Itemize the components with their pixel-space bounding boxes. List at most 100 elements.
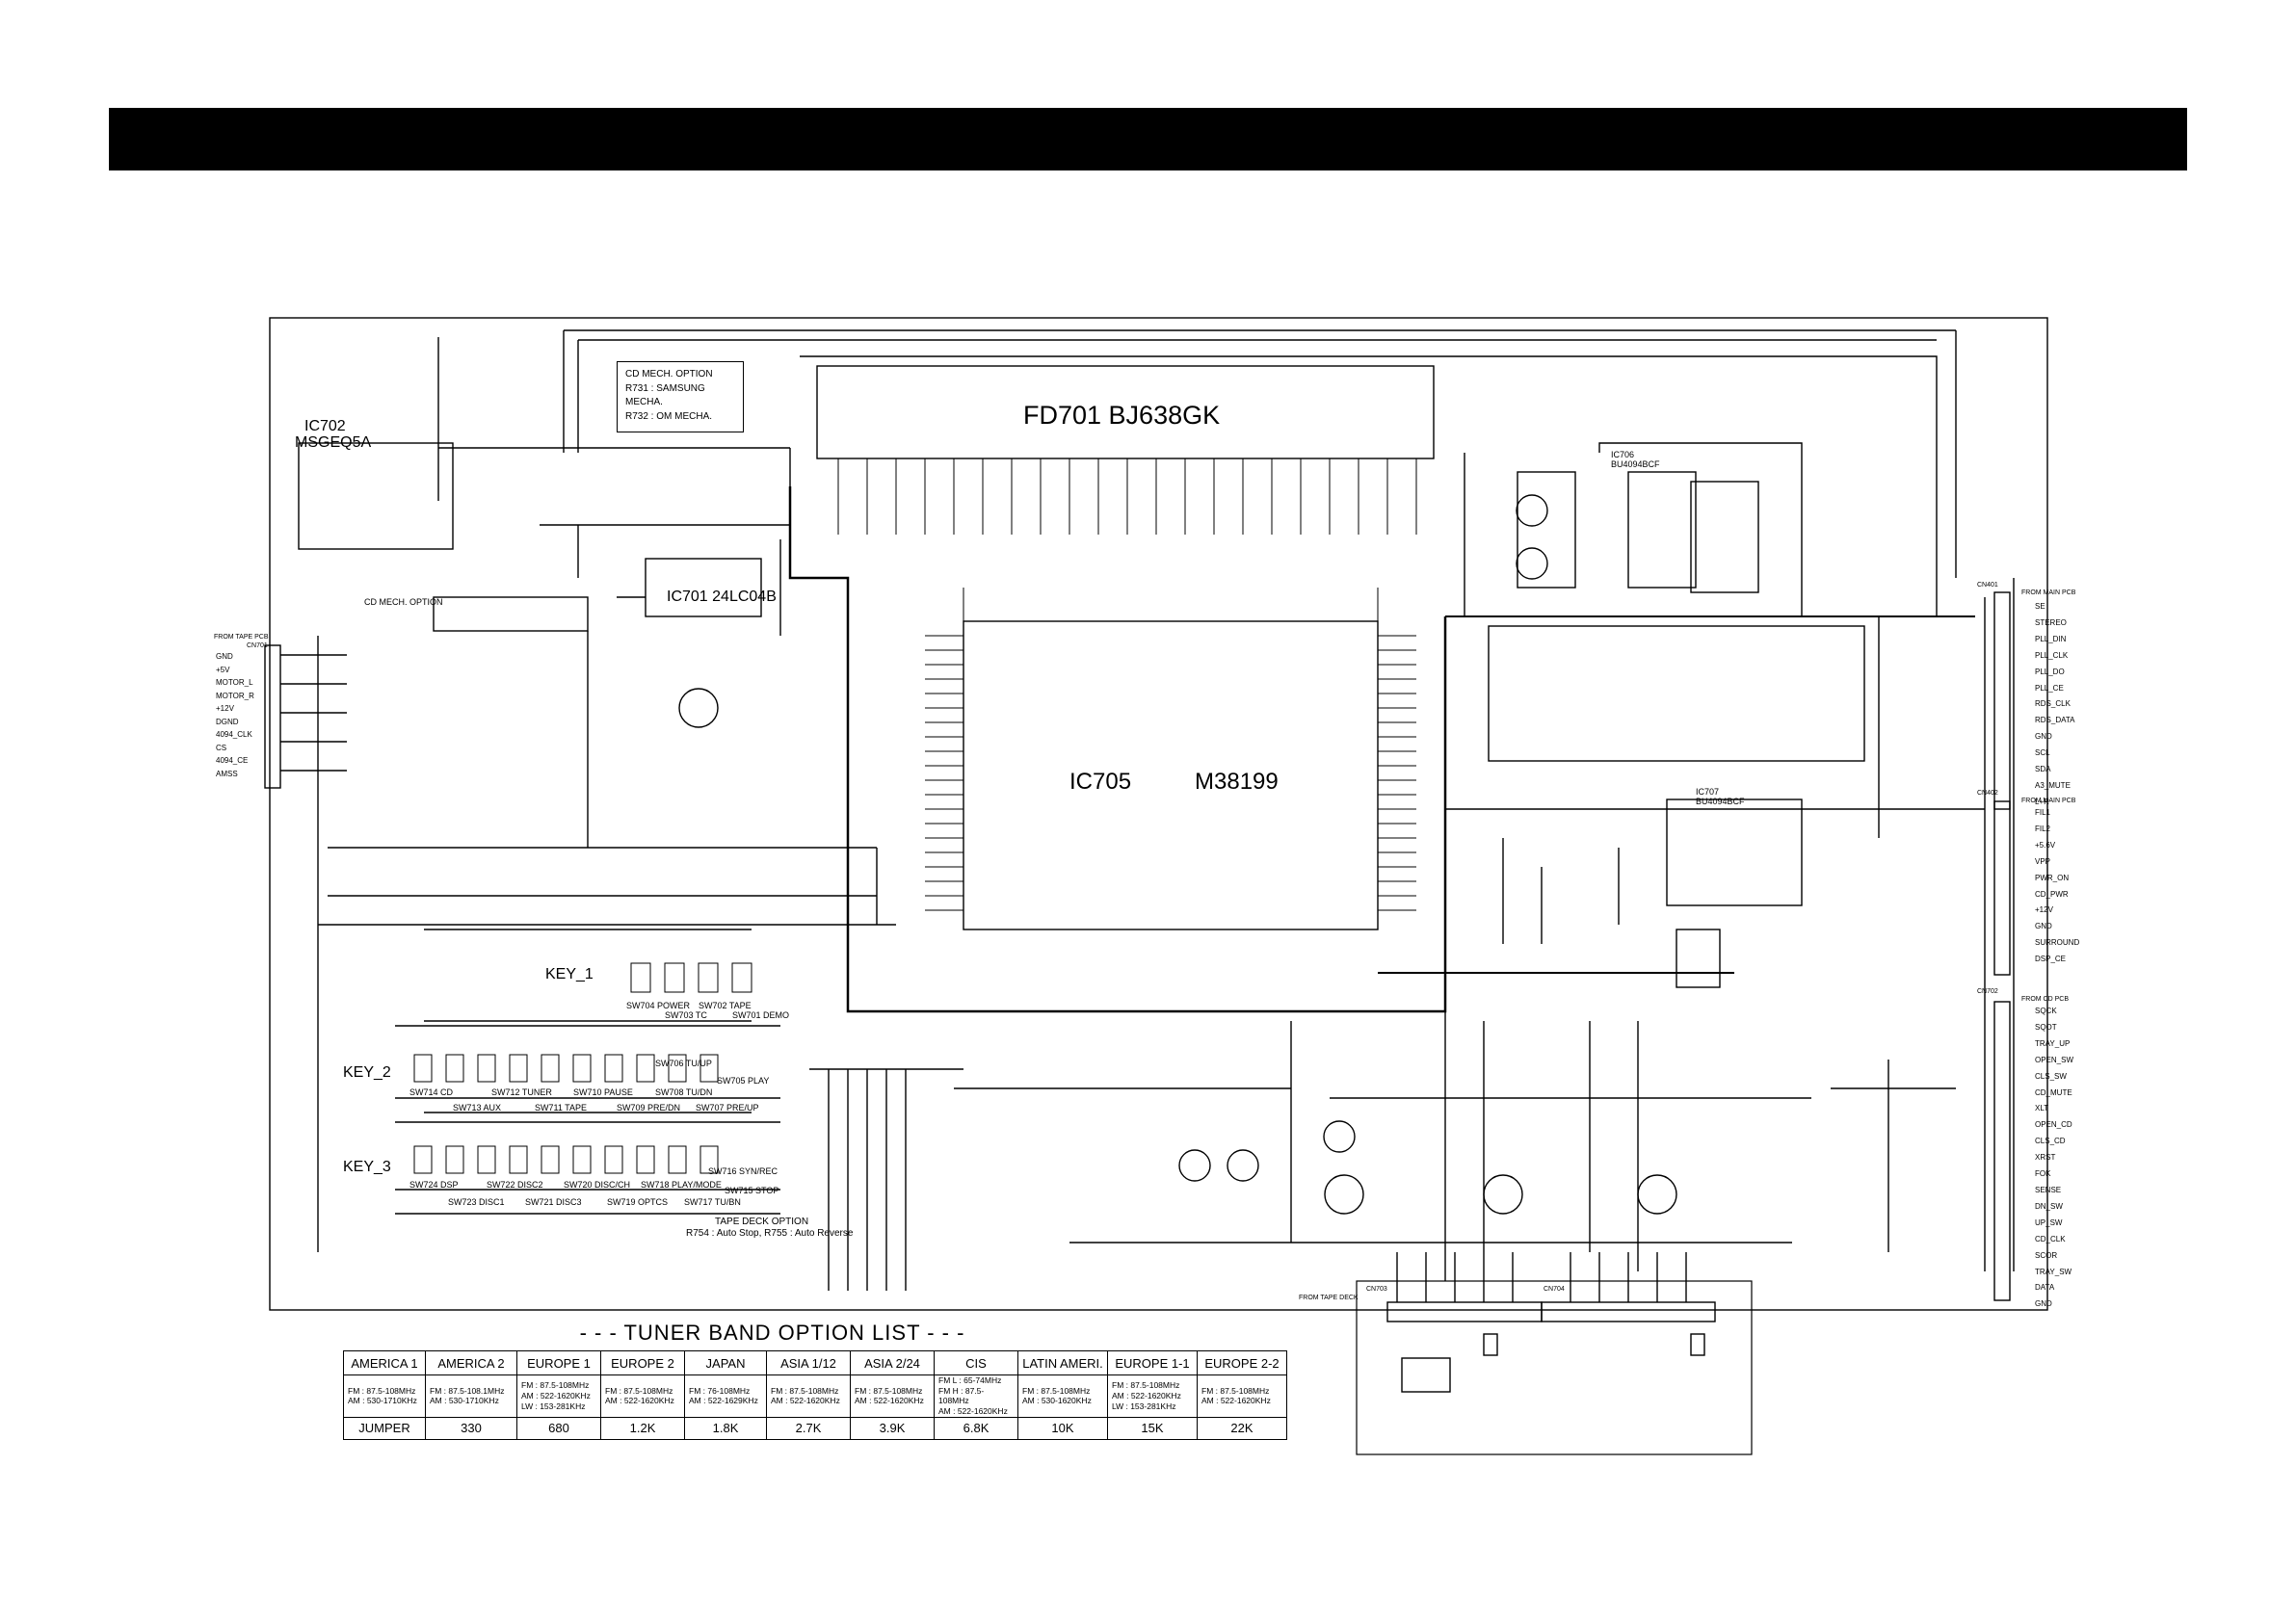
cn401-pin: PLL_DIN [2035, 634, 2067, 643]
cn701-pin: GND [216, 652, 233, 661]
cn401-pin: STEREO [2035, 617, 2067, 627]
cn401-pin: SDA [2035, 765, 2051, 774]
switch-label: SW706 TU/UP [655, 1059, 712, 1068]
cn702-pin-list: SQCK SQOT TRAY_UP OPEN_SW CLS_SW CD_MUTE… [2035, 1004, 2073, 1313]
switch-label: SW719 OPTCS [607, 1197, 669, 1207]
switch-label: SW714 CD [409, 1087, 454, 1097]
cn402-pin: FIL2 [2035, 824, 2051, 833]
switch-label: SW711 TAPE [535, 1103, 588, 1113]
cn702-pin: SCOR [2035, 1250, 2058, 1260]
tuner-header: EUROPE 2 [600, 1350, 685, 1375]
tuner-title-text: - - - TUNER BAND OPTION LIST - - - [579, 1321, 965, 1345]
cd-mech-option-small-label: CD MECH. OPTION [364, 597, 443, 607]
cn703-name: CN703 [1366, 1286, 1387, 1293]
ic707-part-label: BU4094BCF [1696, 797, 1745, 806]
cn702-pin: SQOT [2035, 1022, 2057, 1032]
cn402-pin-list: FIL1 FIL2 +5.6V VPP PWR_ON CD_PWR +12V G… [2035, 805, 2079, 968]
cd-mech-option-box: CD MECH. OPTION R731 : SAMSUNG MECHA. R7… [617, 361, 744, 432]
switch-label: SW703 TC [665, 1010, 707, 1020]
cn702-pin: GND [2035, 1299, 2052, 1309]
cn402-pin: FIL1 [2035, 808, 2051, 817]
cn401-pin: RDS_CLK [2035, 699, 2071, 709]
cn702-pin: SENSE [2035, 1185, 2062, 1194]
ic706-part-label: BU4094BCF [1611, 459, 1660, 469]
cn702-name: CN702 [1977, 988, 1998, 995]
tuner-band-info: FM : 87.5-108MHz AM : 522-1620KHz [600, 1374, 685, 1418]
switch-label: SW701 DEMO [732, 1010, 790, 1020]
cn702-pin: OPEN_CD [2035, 1120, 2072, 1130]
tuner-band-info: FM : 87.5-108.1MHz AM : 530-1710KHz [425, 1374, 517, 1418]
cn701-title: FROM TAPE PCB [214, 634, 269, 641]
ic704 [1676, 929, 1721, 988]
switch-label: SW723 DISC1 [448, 1197, 505, 1207]
cn702-pin: TRAY_SW [2035, 1267, 2072, 1276]
fd701-label: FD701 BJ638GK [1023, 401, 1221, 430]
tuner-header: AMERICA 1 [343, 1350, 426, 1375]
cd-mech-option-title: CD MECH. OPTION [625, 369, 713, 380]
cn701-pin: MOTOR_L [216, 678, 253, 687]
switch-label: SW710 PAUSE [573, 1087, 633, 1097]
cn702-pin: FOK [2035, 1169, 2051, 1179]
ic706-label: IC706 [1611, 450, 1635, 459]
cn401-pin: L+R [2035, 797, 2049, 806]
switch-label: SW705 PLAY [717, 1076, 770, 1086]
tuner-band-option-table: AMERICA 1 AMERICA 2 EUROPE 1 EUROPE 2 JA… [343, 1350, 1287, 1440]
ic702-part-label: MSGEQ5A [295, 434, 372, 451]
switch-label: SW712 TUNER [491, 1087, 552, 1097]
cd-mech-option-line-2: R732 : OM MECHA. [625, 410, 713, 422]
tuner-header: LATIN AMERI. [1017, 1350, 1108, 1375]
cn702-title: FROM CD PCB [2021, 996, 2069, 1003]
key2-label: KEY_2 [343, 1064, 391, 1081]
switch-label: SW708 TU/DN [655, 1087, 713, 1097]
cn402-name: CN402 [1977, 790, 1998, 797]
cn702-pin: XRST [2035, 1153, 2056, 1163]
cn702-pin: OPEN_SW [2035, 1055, 2074, 1064]
tuner-band-info: FM : 87.5-108MHz AM : 522-1620KHz LW : 1… [516, 1374, 601, 1418]
switch-label: SW715 STOP [725, 1186, 779, 1195]
switch-label: SW721 DISC3 [525, 1197, 582, 1207]
cn701-pin: 4094_CE [216, 756, 249, 765]
tuner-jumper-value: 680 [516, 1416, 601, 1440]
cn702-pin: XLT [2035, 1104, 2049, 1113]
tuner-header: ASIA 2/24 [850, 1350, 935, 1375]
cn401-name: CN401 [1977, 582, 1998, 589]
tuner-band-info: FM : 87.5-108MHz AM : 522-1620KHz [1197, 1374, 1287, 1418]
tuner-band-info: FM : 76-108MHz AM : 522-1629KHz [684, 1374, 767, 1418]
tuner-jumper-label: JUMPER [343, 1416, 426, 1440]
switch-label: SW724 DSP [409, 1180, 459, 1190]
switch-label: SW709 PRE/DN [617, 1103, 681, 1113]
ic701-label: IC701 24LC04B [667, 589, 777, 605]
cn702-pin: UP_SW [2035, 1217, 2063, 1227]
cn701-name: CN701 [247, 642, 268, 649]
tuner-jumper-value: 1.2K [600, 1416, 685, 1440]
ic707-label: IC707 [1696, 787, 1720, 797]
switch-label: SW720 DISC/CH [564, 1180, 631, 1190]
switch-label: SW707 PRE/UP [696, 1103, 759, 1113]
cn401-pin: SE [2035, 602, 2045, 611]
cn401-pin: PLL_CLK [2035, 650, 2069, 660]
tuner-jumper-value: 6.8K [934, 1416, 1018, 1440]
cd-mech-option-line-1: R731 : SAMSUNG MECHA. [625, 382, 705, 408]
switch-label: SW717 TU/BN [684, 1197, 741, 1207]
tuner-band-info: FM : 87.5-108MHz AM : 530-1620KHz [1017, 1374, 1108, 1418]
cn401-pin: SCL [2035, 748, 2050, 758]
cn401-pin: GND [2035, 732, 2052, 742]
cn702-pin: SQCK [2035, 1007, 2057, 1015]
cn701-pin: MOTOR_R [216, 691, 254, 700]
tuner-header: EUROPE 1-1 [1107, 1350, 1198, 1375]
cn402-pin: CD_PWR [2035, 889, 2069, 899]
tuner-band-info: FM : 87.5-108MHz AM : 522-1620KHz LW : 1… [1107, 1374, 1198, 1418]
tuner-band-info: FM L : 65-74MHz FM H : 87.5-108MHz AM : … [934, 1374, 1018, 1418]
cn401-pin-list: SE STEREO PLL_DIN PLL_CLK PLL_DO PLL_CE … [2035, 599, 2075, 811]
cn702-pin: CLS_SW [2035, 1071, 2067, 1081]
tuner-jumper-value: 10K [1017, 1416, 1108, 1440]
ic705-chip [963, 620, 1379, 930]
tuner-jumper-value: 22K [1197, 1416, 1287, 1440]
cn701-pin: AMSS [216, 769, 238, 778]
ic705-part-label: M38199 [1195, 769, 1279, 795]
cn704-name: CN704 [1544, 1286, 1565, 1293]
cn702-pin: CD_MUTE [2035, 1087, 2072, 1097]
cn402-pin: GND [2035, 922, 2052, 931]
tuner-jumper-value: 1.8K [684, 1416, 767, 1440]
